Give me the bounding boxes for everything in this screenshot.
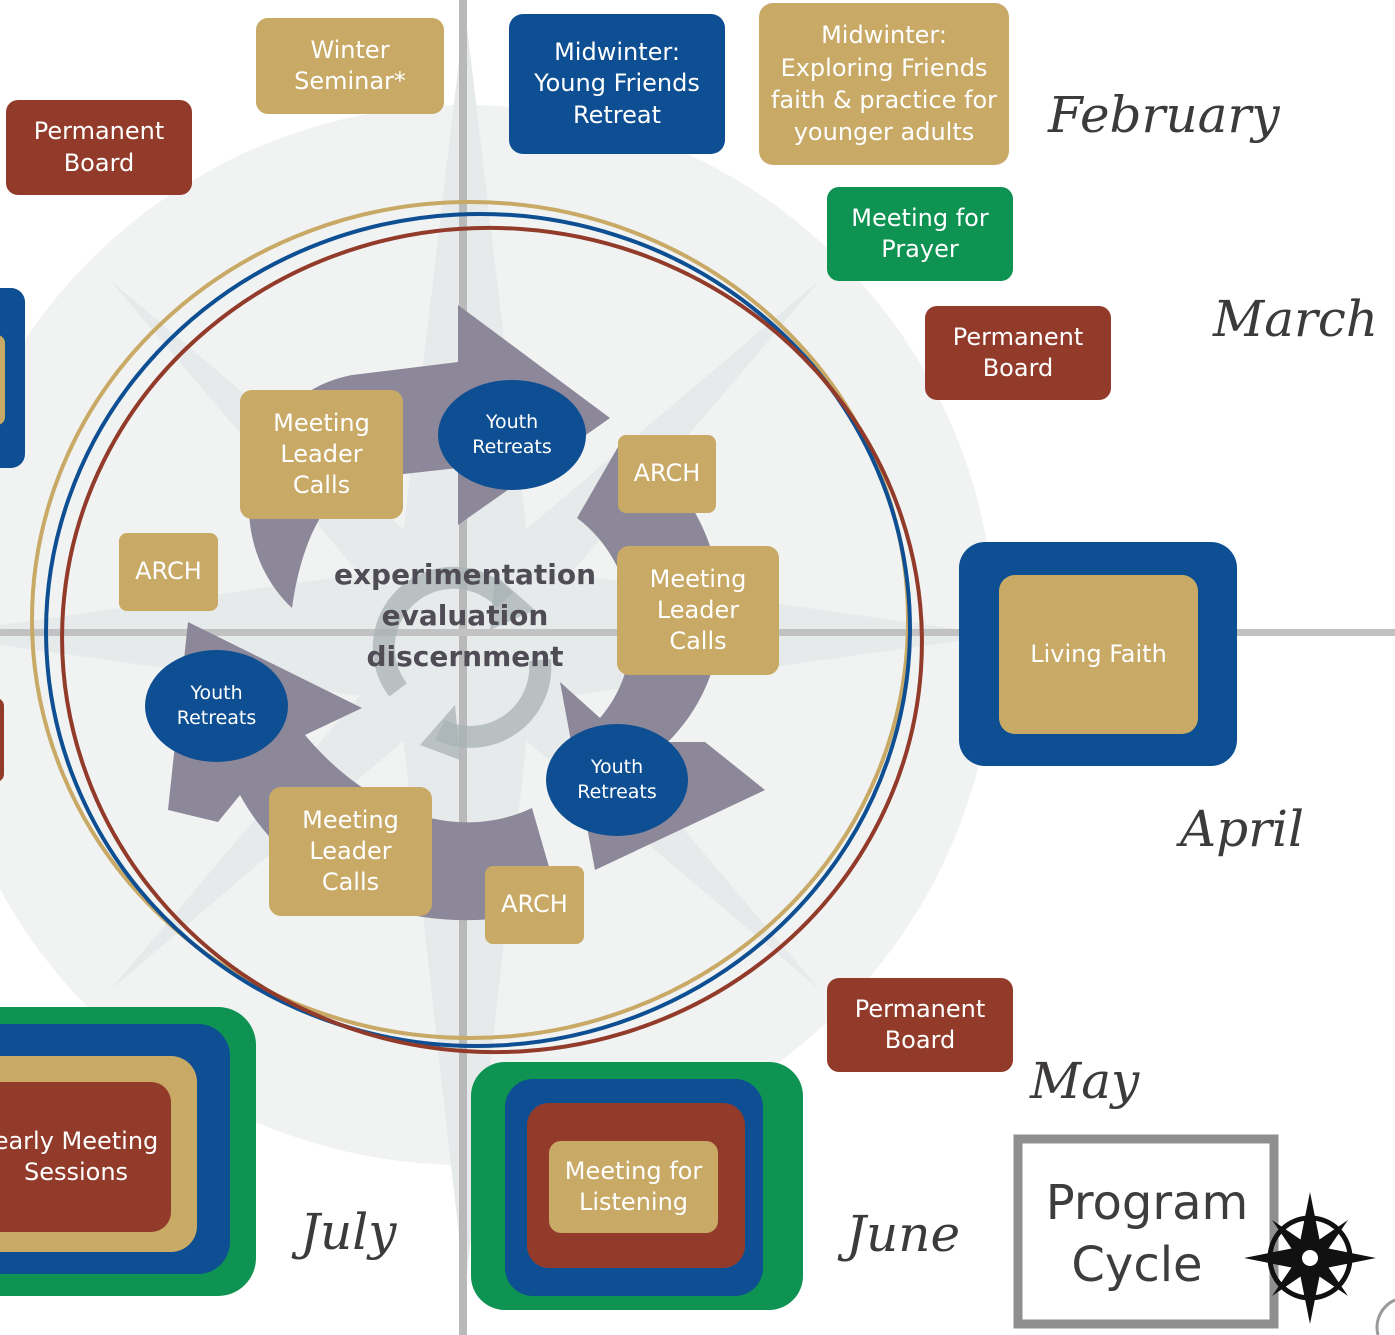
- meeting-leader-calls-right-label: Meeting Leader Calls: [649, 564, 747, 656]
- youth-retreats-bottom-label: Youth Retreats: [577, 756, 657, 803]
- month-may: May: [1030, 1052, 1140, 1110]
- permanent-board-may-box: Permanent Board: [827, 978, 1013, 1072]
- meeting-for-listening-label: Meeting for Listening: [564, 1156, 703, 1216]
- recycle-arrowheads: [420, 575, 535, 760]
- center-text-experimentation: experimentation: [333, 558, 597, 591]
- yearly-meeting-sessions-label: early Meeting Sessions: [0, 1126, 159, 1186]
- left-edge-rust-box: [0, 698, 4, 782]
- youth-retreats-left-label: Youth Retreats: [176, 682, 257, 729]
- youth-retreats-bottom: Youth Retreats: [546, 724, 688, 836]
- permanent-board-march-label: Permanent Board: [952, 322, 1084, 382]
- month-april: April: [1180, 800, 1304, 858]
- month-june: June: [846, 1205, 961, 1263]
- center-text-discernment: discernment: [366, 640, 564, 673]
- living-faith-box: Living Faith: [999, 575, 1198, 734]
- program-cycle-line1: Program: [1045, 1175, 1249, 1231]
- arch-right-label: ARCH: [633, 459, 701, 488]
- meeting-leader-calls-top-label: Meeting Leader Calls: [273, 408, 370, 500]
- arch-bottom-label: ARCH: [501, 890, 568, 919]
- arch-left-label: ARCH: [135, 557, 202, 586]
- winter-seminar-box: Winter Seminar*: [256, 18, 444, 114]
- permanent-board-may-label: Permanent Board: [854, 994, 986, 1054]
- month-july: July: [300, 1203, 397, 1261]
- program-cycle-frame: [1013, 1134, 1279, 1329]
- meeting-for-prayer-label: Meeting for Prayer: [851, 203, 989, 263]
- midwinter-young-friends-box: Midwinter: Young Friends Retreat: [509, 14, 725, 154]
- arch-left: ARCH: [119, 533, 218, 611]
- corner-arc: [1375, 1298, 1395, 1335]
- meeting-leader-calls-top: Meeting Leader Calls: [240, 390, 403, 519]
- youth-retreats-left: Youth Retreats: [145, 650, 288, 762]
- youth-retreats-top: Youth Retreats: [438, 380, 586, 490]
- permanent-board-top-label: Permanent Board: [33, 117, 165, 177]
- arch-bottom: ARCH: [485, 866, 584, 944]
- youth-retreats-top-label: Youth Retreats: [472, 411, 552, 458]
- yearly-meeting-sessions-box: early Meeting Sessions: [0, 1082, 171, 1232]
- living-faith-label: Living Faith: [1030, 639, 1167, 668]
- meeting-leader-calls-bottom-label: Meeting Leader Calls: [302, 805, 399, 897]
- arch-right: ARCH: [618, 435, 716, 513]
- left-edge-tan-box: [0, 335, 5, 425]
- center-text: experimentation evaluation discernment: [320, 554, 610, 677]
- program-cycle-title: Program Cycle: [1022, 1172, 1272, 1296]
- midwinter-young-friends-label: Midwinter: Young Friends Retreat: [534, 38, 700, 129]
- program-cycle-line2: Cycle: [1071, 1237, 1203, 1293]
- meeting-for-prayer-box: Meeting for Prayer: [827, 187, 1013, 281]
- cycle-rings: [30, 200, 924, 1055]
- meeting-for-listening-box: Meeting for Listening: [549, 1141, 718, 1233]
- recycle-icon: [372, 566, 552, 748]
- permanent-board-top-box: Permanent Board: [6, 100, 192, 195]
- center-text-evaluation: evaluation: [381, 599, 549, 632]
- compass-rose-icon: [1244, 1192, 1376, 1324]
- month-march: March: [1213, 290, 1379, 348]
- vertical-divider: [459, 0, 467, 1335]
- permanent-board-march-box: Permanent Board: [925, 306, 1111, 400]
- midwinter-exploring-label: Midwinter: Exploring Friends faith & pra…: [770, 21, 998, 147]
- month-february: February: [1048, 86, 1280, 144]
- meeting-leader-calls-bottom: Meeting Leader Calls: [269, 787, 432, 916]
- winter-seminar-label: Winter Seminar*: [294, 35, 406, 95]
- meeting-leader-calls-right: Meeting Leader Calls: [617, 546, 779, 675]
- midwinter-exploring-box: Midwinter: Exploring Friends faith & pra…: [759, 3, 1009, 165]
